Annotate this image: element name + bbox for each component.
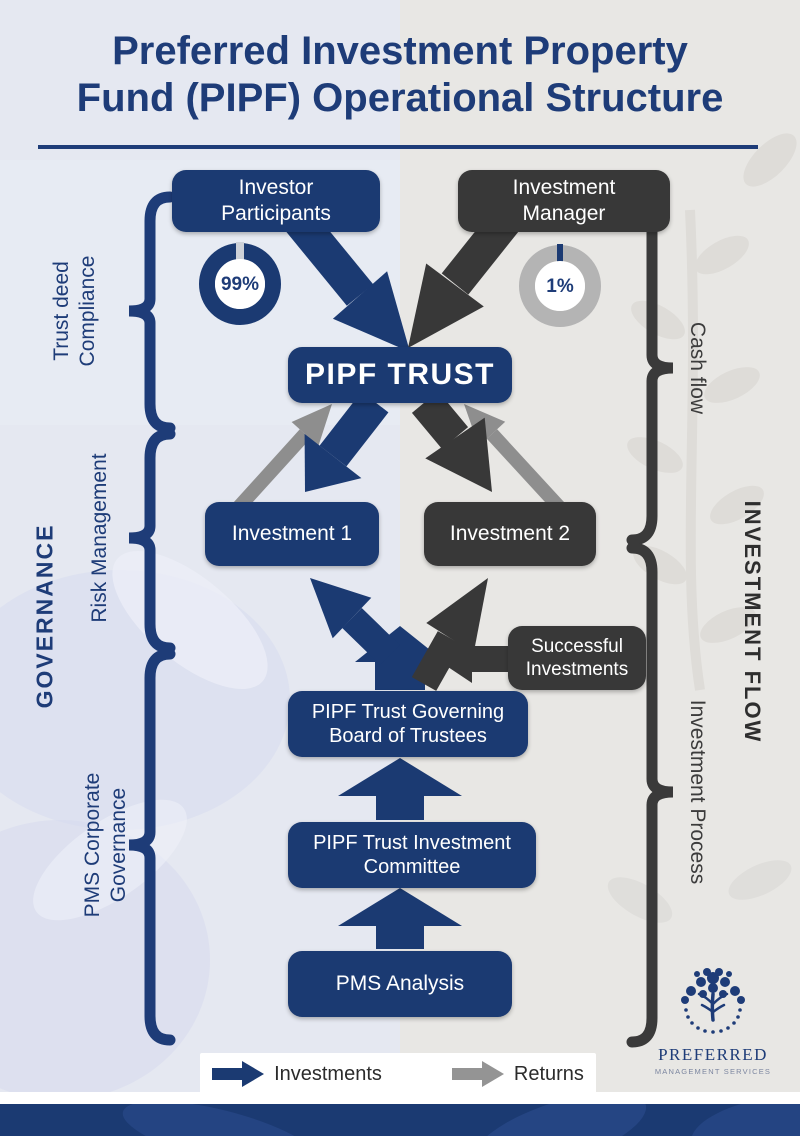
label-investment-flow: INVESTMENT FLOW (739, 500, 765, 744)
arrow-return-investment1-to-trust (232, 404, 332, 513)
page-title-line2: Fund (PIPF) Operational Structure (76, 76, 724, 121)
legend: Investments Returns (200, 1053, 596, 1095)
label-cash-flow: Cash flow (686, 321, 710, 415)
label-trust-deed-line1: Trust deed (49, 261, 73, 361)
donut-investor-share (199, 242, 281, 325)
arrow-board-to-investment2 (411, 578, 488, 691)
donut-manager-share (519, 244, 601, 327)
page-title-line1: Preferred Investment Property (112, 29, 688, 73)
label-pms-corporate-governance: PMS Corporate Governance (80, 773, 133, 918)
node-investment-manager: Investment Manager (458, 170, 670, 232)
arrow-committee-to-board (338, 758, 462, 820)
legend-item-returns: Returns (451, 1061, 584, 1087)
investments-arrow-icon (212, 1061, 265, 1087)
label-trust-deed-compliance: Trust deed Compliance (49, 256, 102, 367)
logo-name: PREFERRED (658, 1045, 768, 1064)
arrow-trust-to-investment1 (304, 391, 389, 492)
node-pms-analysis: PMS Analysis (288, 951, 512, 1017)
logo: PREFERRED MANAGEMENT SERVICES (646, 964, 780, 1076)
label-risk-management-line1: Risk Management (87, 453, 111, 623)
label-risk-management: Risk Management (87, 453, 113, 622)
page-title: Preferred Investment Property Fund (PIPF… (0, 28, 800, 122)
returns-arrow-icon (451, 1061, 504, 1087)
donut-investor-share-label: 99% (220, 274, 260, 295)
legend-investments-label: Investments (274, 1062, 382, 1085)
label-trust-deed-line2: Compliance (76, 255, 99, 367)
brace-cash-flow (626, 195, 674, 546)
label-governance: GOVERNANCE (31, 523, 58, 709)
arrow-investor-to-trust (278, 201, 410, 352)
node-investment-committee: PIPF Trust Investment Committee (288, 822, 536, 888)
logo-tree-icon (681, 968, 745, 1034)
node-governing-board: PIPF Trust Governing Board of Trustees (288, 691, 528, 757)
brace-trust-deed-compliance (128, 191, 176, 434)
node-investor-participants: Investor Participants (172, 170, 380, 232)
arrow-trust-to-investment2 (411, 391, 492, 492)
legend-returns-label: Returns (513, 1062, 584, 1085)
title-divider (38, 145, 758, 149)
node-investment-2: Investment 2 (424, 502, 596, 566)
arrow-board-to-investment1 (310, 578, 400, 666)
node-pipf-trust: PIPF TRUST (288, 347, 512, 403)
brace-investment-process (626, 542, 674, 1048)
node-successful-investments: Successful Investments (508, 626, 646, 690)
label-investment-process: Investment Process (686, 699, 710, 885)
footer-white-strip (0, 1092, 800, 1104)
footer-watermark (122, 1104, 800, 1136)
logo-subtitle: MANAGEMENT SERVICES (654, 1067, 772, 1076)
arrow-analysis-to-committee (338, 888, 462, 949)
label-pms-corp-line2: Governance (107, 787, 130, 903)
footer-bar (0, 1104, 800, 1136)
brace-pms-corporate-governance (128, 648, 176, 1046)
arrow-successful-to-board (436, 635, 508, 683)
legend-item-investments: Investments (212, 1061, 382, 1087)
label-pms-corp-line1: PMS Corporate (80, 772, 104, 918)
brace-risk-management (128, 428, 176, 654)
donut-manager-share-label: 1% (546, 276, 574, 297)
node-investment-1: Investment 1 (205, 502, 379, 566)
